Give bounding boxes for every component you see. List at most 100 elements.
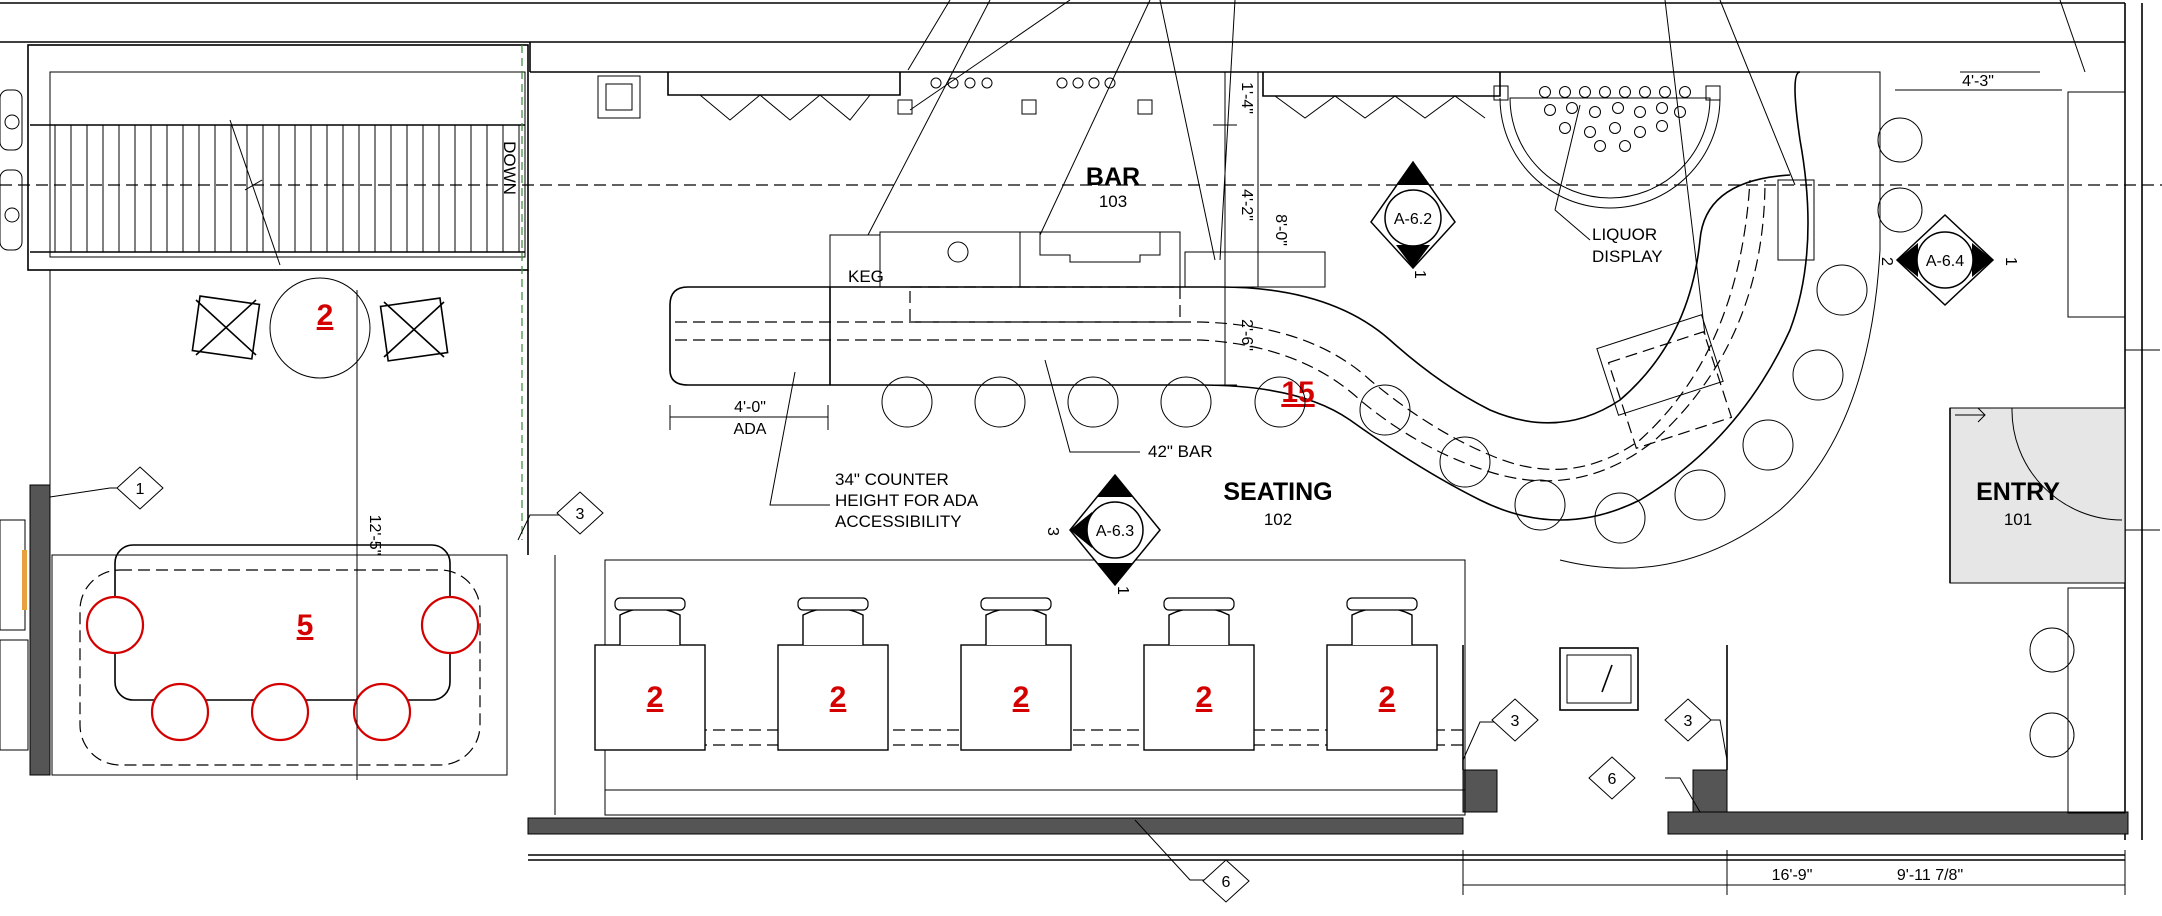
chair: [1351, 606, 1413, 645]
keynote-3b: 3: [1511, 713, 1520, 730]
liquor-bottle: [1539, 86, 1551, 98]
back-bar: [597, 72, 1501, 323]
bar-height-note: 42" BAR: [1148, 442, 1213, 461]
exterior-walls: [29, 484, 2129, 835]
table-top: [960, 644, 1072, 751]
table-seat-count: 2: [1379, 681, 1396, 714]
marker-a62-ref: A-6.2: [1394, 211, 1432, 228]
liquor-bottle: [1559, 122, 1571, 134]
dim-16-9: 16'-9": [1772, 867, 1813, 884]
liquor-bottle: [1679, 86, 1691, 98]
building-outline: [0, 2, 2162, 861]
liquor-bottle: [1589, 106, 1601, 118]
liquor-bottle: [1594, 140, 1606, 152]
liquor-bottle: [1566, 102, 1578, 114]
dining-tables: 2 2 2 2 2: [594, 597, 1438, 751]
section-marker-a64: A-6.4 2 1: [1878, 213, 2019, 307]
lounge-seat-count: 2: [317, 299, 334, 332]
keynote-3c: 3: [1684, 713, 1693, 730]
group-table: 5: [51, 544, 508, 776]
marker-a63-bottom: 1: [1114, 586, 1131, 595]
chair-back: [797, 597, 869, 611]
liquor-bottle: [1674, 106, 1686, 118]
keg-label: KEG: [848, 267, 884, 286]
liquor-bottle: [1659, 86, 1671, 98]
dining-table: 2: [777, 597, 889, 751]
liquor-bottle: [1579, 86, 1591, 98]
liquor-bottle: [1584, 126, 1596, 138]
marker-a63-top: 2: [1106, 485, 1123, 494]
dim-ada-label: ADA: [734, 421, 767, 438]
liquor-bottle: [1656, 120, 1668, 132]
stair-area: DOWN: [27, 44, 529, 555]
chair-back: [614, 597, 686, 611]
dimensions: 4'-0" ADA 1'-4" 4'-2" 8'-0" 2'-6" 4'-3" …: [356, 71, 2126, 895]
table-top: [594, 644, 706, 751]
section-marker-a63: A-6.3 2 3 1: [1044, 473, 1161, 595]
marker-a64-ref: A-6.4: [1926, 253, 1964, 270]
dim-ada-width: 4'-0": [734, 399, 766, 416]
liquor-label-1: LIQUOR: [1592, 225, 1657, 244]
liquor-bottle: [1609, 122, 1621, 134]
keynote-6b: 6: [1222, 874, 1231, 891]
room-entry-number: 101: [2004, 510, 2032, 529]
table-seat-count: 2: [1013, 681, 1030, 714]
chair: [1168, 606, 1230, 645]
room-seating-number: 102: [1264, 510, 1292, 529]
room-seating-name: SEATING: [1223, 478, 1332, 506]
bar-stool-count: 15: [1281, 376, 1314, 409]
liquor-label-2: DISPLAY: [1592, 247, 1663, 266]
chair-back: [1346, 597, 1418, 611]
chair-back: [1163, 597, 1235, 611]
dining-table: 2: [960, 597, 1072, 751]
dining-table: 2: [594, 597, 706, 751]
entry-vestibule: [1949, 71, 2160, 814]
dim-4-2: 4'-2": [1238, 189, 1255, 221]
liquor-bottle: [1619, 86, 1631, 98]
bar-stools: [881, 117, 1923, 544]
liquor-bottle: [1619, 140, 1631, 152]
chair: [619, 606, 681, 645]
liquor-bottle: [1612, 102, 1624, 114]
table-top: [1143, 644, 1255, 751]
table-top: [1326, 644, 1438, 751]
keynote-3a: 3: [576, 506, 585, 523]
dim-8-0: 8'-0": [1272, 214, 1289, 246]
chair: [985, 606, 1047, 645]
stair-treads: [54, 125, 520, 252]
liquor-bottle: [1634, 126, 1646, 138]
room-entry-name: ENTRY: [1976, 478, 2060, 506]
table-seat-count: 2: [830, 681, 847, 714]
liquor-bottles: [1539, 86, 1691, 152]
table-seat-count: 2: [1196, 681, 1213, 714]
marker-a63-left: 3: [1044, 527, 1061, 536]
liquor-display: LIQUOR DISPLAY: [1493, 85, 1721, 266]
restroom-fixtures: [0, 89, 29, 751]
liquor-bottle: [1599, 86, 1611, 98]
section-marker-a62: A-6.2 2 1: [1370, 160, 1456, 279]
liquor-bottle: [1634, 106, 1646, 118]
room-labels: BAR 103 SEATING 102 ENTRY 101: [1086, 163, 2060, 529]
annotations: 34" COUNTER HEIGHT FOR ADA ACCESSIBILITY…: [769, 0, 2086, 531]
liquor-bottle: [1639, 86, 1651, 98]
dim-2-6: 2'-6": [1238, 319, 1255, 351]
dim-4-3: 4'-3": [1962, 73, 1994, 90]
room-bar-name: BAR: [1086, 163, 1140, 191]
ada-note-line-1: 34" COUNTER: [835, 470, 949, 489]
liquor-bottle: [1656, 102, 1668, 114]
dining-table: 2: [1143, 597, 1255, 751]
marker-a64-right: 1: [2002, 257, 2019, 266]
ada-note-line-2: HEIGHT FOR ADA: [835, 491, 979, 510]
lounge-seating: 2: [191, 277, 449, 379]
chair: [802, 606, 864, 645]
marker-a63-ref: A-6.3: [1096, 523, 1134, 540]
keynote-6a: 6: [1608, 771, 1617, 788]
marker-a62-bottom: 1: [1411, 270, 1428, 279]
room-bar-number: 103: [1099, 192, 1127, 211]
marker-a64-left: 2: [1878, 257, 1895, 266]
liquor-bottle: [1544, 104, 1556, 116]
dim-9-11: 9'-11 7/8": [1897, 867, 1963, 884]
dim-1-4: 1'-4": [1238, 82, 1255, 114]
keynote-tags: 1 3 3 3 6 6: [49, 466, 1728, 903]
